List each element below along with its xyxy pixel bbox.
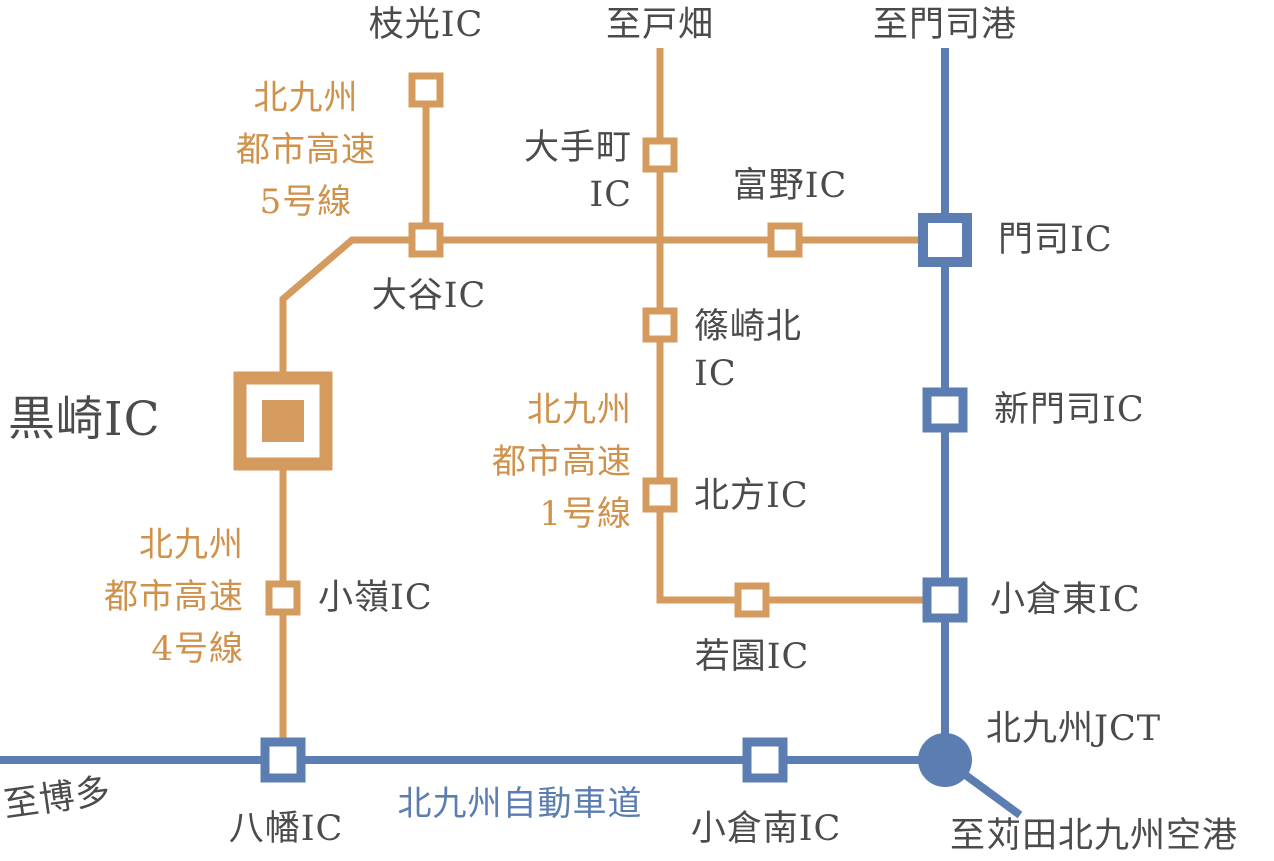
label-urban-route5: 北九州 都市高速 5号線	[218, 72, 394, 228]
label-urban-route1: 北九州 都市高速 1号線	[428, 384, 632, 540]
label-kokura-minami-ic: 小倉南IC	[690, 809, 842, 849]
node-edamitsu-ic	[408, 72, 444, 108]
label-to-kanda-kitakyushu-airport: 至苅田北九州空港	[950, 816, 1239, 856]
label-kokura-higashi-ic: 小倉東IC	[990, 580, 1141, 620]
node-otani-ic	[408, 222, 444, 258]
label-kitakyushu-expressway: 北九州自動車道	[397, 784, 643, 824]
label-shinmoji-ic: 新門司IC	[994, 390, 1145, 430]
node-kokura-higashi-ic	[922, 577, 968, 623]
node-tomino-ic	[767, 222, 803, 258]
node-kokura-minami-ic	[742, 737, 788, 783]
label-to-tobata: 至戸畑	[605, 5, 714, 45]
node-komine-ic	[265, 580, 301, 616]
node-shinmoji-ic	[922, 387, 968, 433]
label-urban-route4: 北九州 都市高速 4号線	[40, 519, 244, 675]
label-kitakyushu-jct: 北九州JCT	[986, 709, 1162, 749]
label-urban-route5-line3: 5号線	[259, 182, 353, 222]
node-kitakyushu-jct	[918, 733, 972, 787]
label-urban-route5-line1: 北九州	[253, 78, 359, 118]
node-moji-ic	[918, 213, 972, 267]
label-edamitsu-ic: 枝光IC	[368, 5, 484, 45]
label-shinozaki-kita-line2: IC	[694, 354, 737, 394]
node-kurosaki-ic-inner	[262, 400, 304, 442]
node-otemachi-ic	[642, 137, 678, 173]
label-otani-ic: 大谷IC	[371, 276, 487, 316]
label-yahata-ic: 八幡IC	[228, 809, 344, 849]
label-kitagata-ic: 北方IC	[694, 476, 809, 516]
label-urban-route4-line2: 都市高速	[104, 577, 244, 617]
node-wakazono-ic	[734, 582, 770, 618]
label-otemachi-line1: 大手町	[523, 128, 632, 168]
label-komine-ic: 小嶺IC	[318, 578, 433, 618]
node-yahata-ic	[260, 737, 306, 783]
label-urban-route1-line1: 北九州	[527, 390, 632, 430]
label-to-mojiko-port: 至門司港	[872, 5, 1017, 45]
label-kurosaki-ic: 黒崎IC	[8, 392, 161, 447]
node-shinozaki-kita-ic	[642, 307, 678, 343]
node-kitagata-ic	[642, 477, 678, 513]
urban-route4-line	[279, 236, 945, 760]
label-urban-route4-line1: 北九州	[139, 525, 244, 565]
label-urban-route5-line2: 都市高速	[236, 130, 376, 170]
label-urban-route1-line3: 1号線	[539, 494, 632, 534]
label-shinozaki-kita-line1: 篠崎北	[694, 307, 803, 347]
label-urban-route4-line3: 4号線	[151, 629, 244, 669]
label-moji-ic: 門司IC	[998, 220, 1113, 260]
label-urban-route1-line2: 都市高速	[492, 442, 632, 482]
label-shinozaki-kita-ic: 篠崎北 IC	[694, 304, 864, 398]
label-tomino-ic: 富野IC	[732, 166, 848, 206]
label-wakazono-ic: 若園IC	[694, 637, 810, 677]
urban-route1-line	[656, 48, 945, 604]
label-otemachi-ic: 大手町 IC	[440, 125, 632, 219]
label-otemachi-line2: IC	[589, 175, 632, 215]
